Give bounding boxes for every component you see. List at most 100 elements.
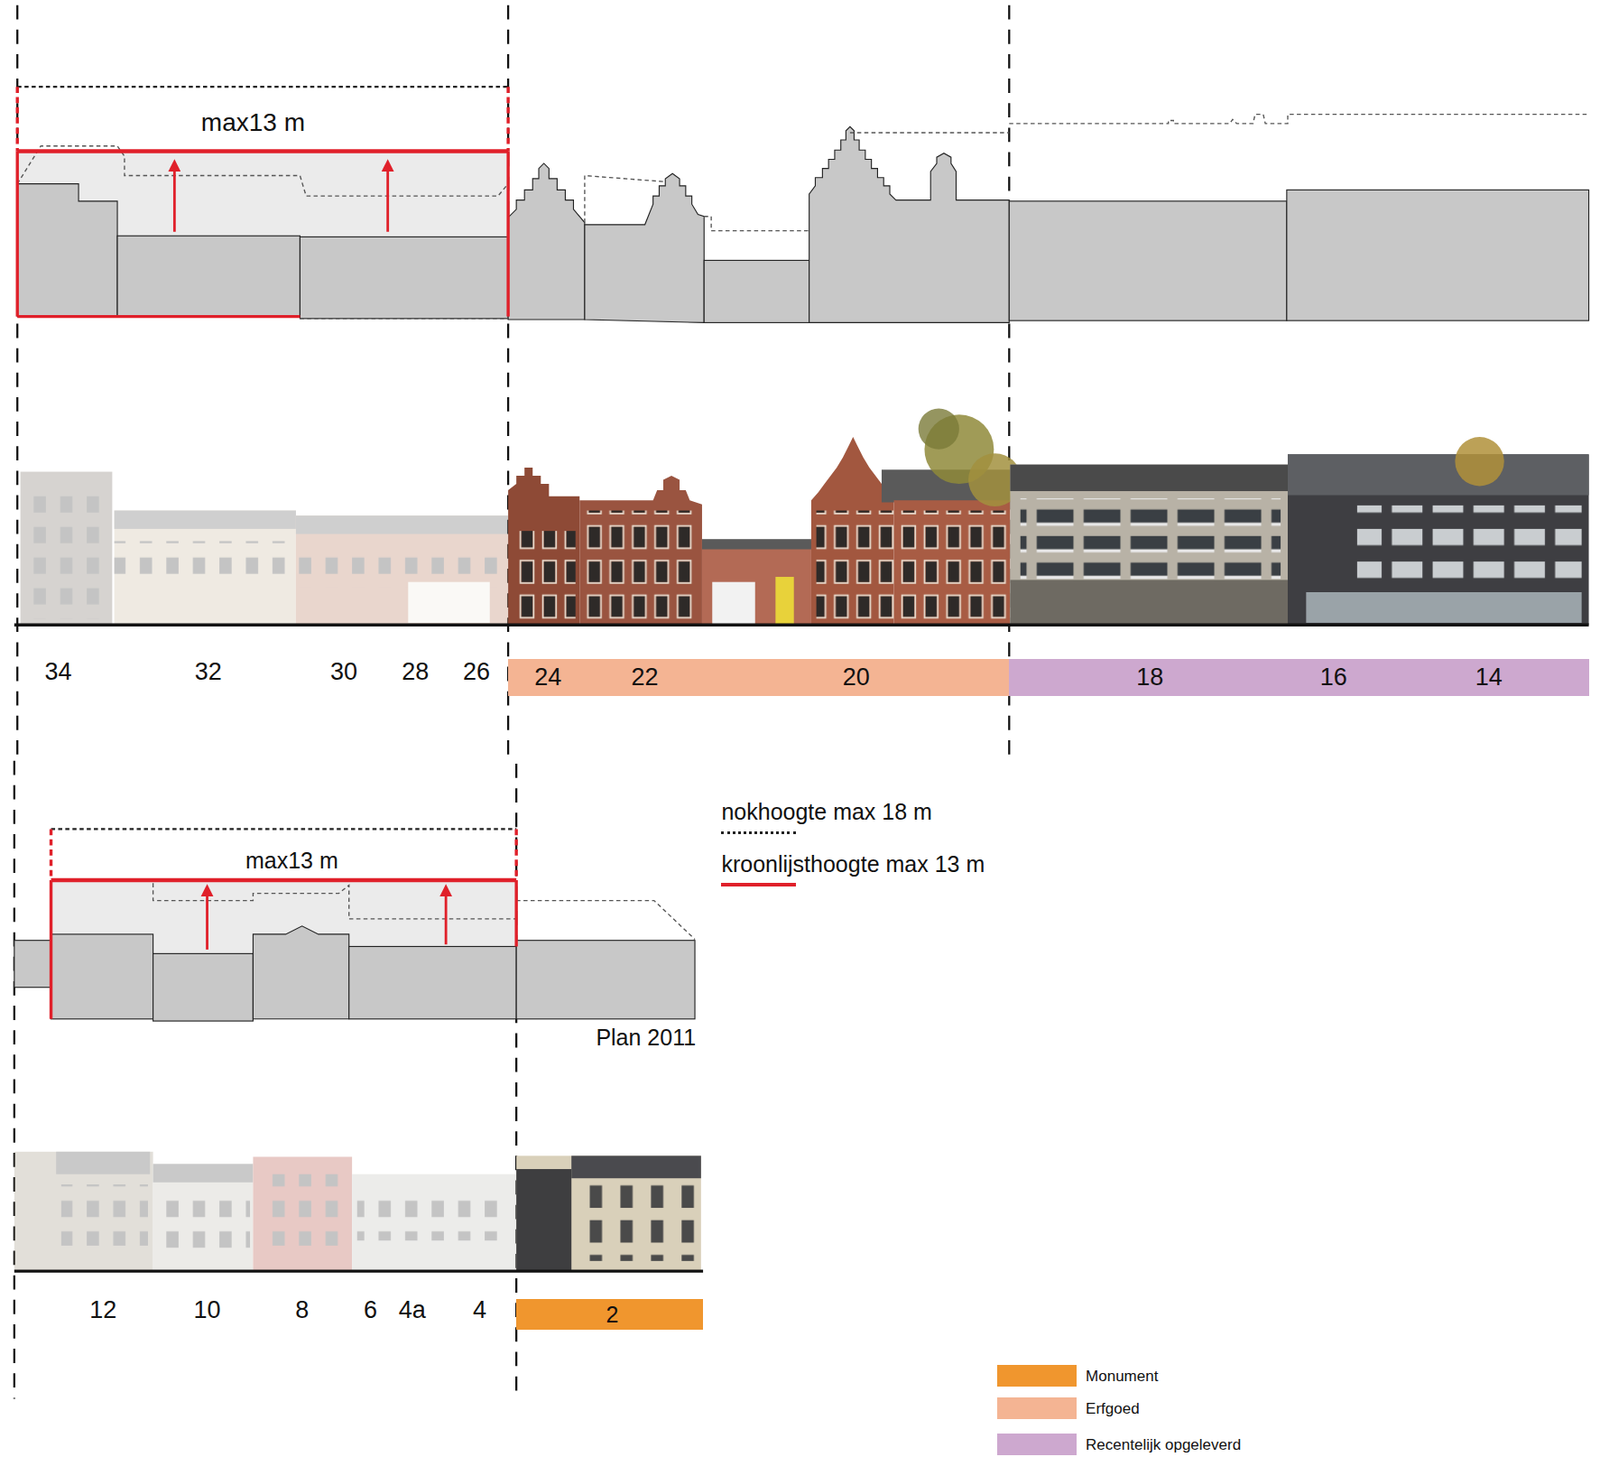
legend-swatch bbox=[997, 1396, 1077, 1419]
facade-photo bbox=[712, 582, 755, 626]
facade-photo bbox=[1287, 453, 1590, 495]
facade-photo bbox=[14, 1151, 703, 1271]
house-number: 8 bbox=[295, 1297, 309, 1323]
facade-photo bbox=[516, 1155, 702, 1271]
elevation-bottom bbox=[14, 940, 52, 988]
house-number: 14 bbox=[1475, 664, 1503, 689]
house-number: 20 bbox=[842, 664, 870, 689]
elevation-top bbox=[1286, 189, 1590, 321]
house-number: 4a bbox=[398, 1297, 426, 1323]
elevation-top bbox=[1008, 114, 1589, 124]
section-line bbox=[507, 5, 509, 761]
facade-photo bbox=[576, 1183, 697, 1261]
elevation-bottom bbox=[205, 889, 209, 950]
elevation-bottom bbox=[51, 878, 518, 883]
elevation-bottom bbox=[14, 828, 695, 1021]
height-label: max13 m bbox=[245, 849, 339, 872]
legend-text: Recentelijk opgeleverd bbox=[1085, 1435, 1241, 1452]
elevation-top bbox=[809, 126, 1010, 323]
elevation-bottom bbox=[49, 879, 53, 1019]
legend-line-sample bbox=[721, 882, 796, 887]
height-zone: max13 m bbox=[51, 828, 518, 1018]
house-number: 10 bbox=[194, 1297, 222, 1323]
facade-photo bbox=[1305, 591, 1582, 623]
facade-photo bbox=[20, 471, 509, 626]
elevation-top bbox=[17, 146, 509, 196]
house-number: 2 bbox=[605, 1302, 619, 1325]
plan-caption: Plan 2011 bbox=[595, 1026, 696, 1049]
elevation-bottom bbox=[51, 828, 518, 1018]
facade-photo bbox=[55, 1151, 150, 1175]
house-number: 22 bbox=[631, 664, 659, 689]
facade-photo bbox=[61, 1183, 148, 1246]
house-number: 32 bbox=[194, 659, 222, 685]
facade-photo bbox=[153, 1163, 254, 1182]
facade-photo bbox=[295, 545, 509, 587]
elevation-top bbox=[850, 131, 1009, 133]
monument-band: 2 bbox=[516, 1298, 703, 1330]
elevation-bottom bbox=[516, 900, 695, 940]
elevation-bottom bbox=[153, 952, 254, 1021]
facade-photo bbox=[14, 1151, 154, 1271]
facade-photo bbox=[508, 467, 580, 625]
recent-band: 181614 bbox=[1008, 658, 1589, 697]
facade-photo bbox=[295, 515, 509, 625]
elevation-top bbox=[299, 317, 509, 319]
elevation-bottom bbox=[516, 940, 695, 1019]
facade-photo bbox=[1357, 505, 1582, 587]
facade-photo bbox=[918, 407, 960, 449]
facade-photo bbox=[114, 510, 296, 529]
house-number: 26 bbox=[462, 659, 491, 685]
facade-photo bbox=[14, 623, 1590, 627]
section-line bbox=[515, 763, 518, 1399]
facade-photo bbox=[114, 540, 296, 582]
elevation-top bbox=[386, 165, 389, 232]
elevation-top bbox=[17, 184, 118, 317]
facade-photo bbox=[1287, 453, 1590, 625]
legend-text: kroonlijsthoogte max 13 m bbox=[721, 851, 985, 875]
heritage-band: 242220 bbox=[508, 658, 1009, 697]
facade-photo bbox=[579, 475, 703, 625]
facade-photo bbox=[295, 515, 509, 534]
house-number: 6 bbox=[363, 1297, 378, 1323]
elevation-top bbox=[17, 86, 1589, 323]
elevation-bottom bbox=[49, 828, 53, 880]
facade-photo bbox=[571, 1155, 702, 1178]
section-line bbox=[13, 760, 16, 1399]
legend-swatch bbox=[997, 1364, 1077, 1387]
facade-photo bbox=[1009, 464, 1288, 626]
elevation-bottom bbox=[51, 934, 154, 1019]
section-line bbox=[16, 5, 19, 756]
elevation-top bbox=[506, 86, 509, 151]
elevation-top bbox=[703, 216, 809, 232]
legend-text: Erfgoed bbox=[1085, 1400, 1140, 1416]
section-line bbox=[14, 5, 1009, 1399]
elevation-bottom bbox=[444, 889, 448, 944]
facade-photo bbox=[407, 582, 490, 623]
facade-photo bbox=[1454, 436, 1504, 486]
facade-photo bbox=[157, 1189, 250, 1251]
facade-photo bbox=[114, 510, 296, 626]
elevation-bottom bbox=[51, 827, 518, 830]
elevation-top bbox=[17, 114, 1589, 319]
elevation-top bbox=[117, 235, 300, 316]
facade-photo bbox=[14, 407, 1590, 625]
elevation-bottom bbox=[514, 879, 518, 947]
elevation-top bbox=[1008, 201, 1287, 321]
facade-photo bbox=[585, 510, 698, 623]
elevation-top bbox=[17, 148, 509, 154]
legend-line-sample bbox=[721, 831, 796, 834]
facade-photo bbox=[259, 1174, 347, 1246]
section-line bbox=[1008, 5, 1010, 761]
facade-photo bbox=[775, 576, 794, 625]
elevation-top bbox=[299, 236, 509, 318]
house-number: 28 bbox=[401, 659, 429, 685]
elevation-top bbox=[703, 259, 809, 323]
elevation-top bbox=[17, 86, 509, 316]
elevation-bottom bbox=[14, 925, 695, 1021]
elevation-top bbox=[17, 314, 300, 318]
elevation-bottom bbox=[153, 882, 695, 939]
elevation-top bbox=[16, 86, 19, 151]
legend-swatch bbox=[997, 1433, 1077, 1455]
elevation-top bbox=[16, 150, 19, 316]
